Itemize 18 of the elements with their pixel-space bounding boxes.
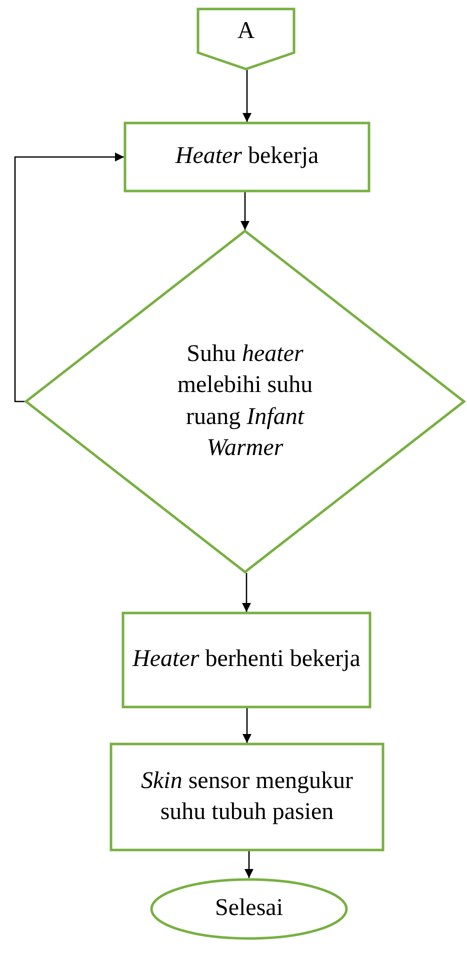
node-text: Suhu heater melebihi suhu ruang Infant Warmer xyxy=(176,340,314,463)
node-text: Heater bekerja xyxy=(175,142,319,172)
terminator-ellipse xyxy=(150,878,348,940)
node-text: Heater berhenti bekerja xyxy=(132,645,360,674)
arrow xyxy=(240,192,250,230)
process-box xyxy=(122,612,371,708)
arrow xyxy=(242,70,252,122)
decision-diamond xyxy=(25,230,465,573)
node-text: A xyxy=(237,17,255,46)
arrow xyxy=(242,708,252,743)
arrow xyxy=(14,152,124,402)
node-text: Skin sensor mengukur suhu tubuh pasien xyxy=(140,766,354,827)
arrow xyxy=(242,573,251,612)
node-text: Selesai xyxy=(215,894,283,924)
process-box xyxy=(124,122,370,192)
arrow xyxy=(244,851,254,878)
off-page-connector xyxy=(197,8,295,70)
process-box xyxy=(110,743,384,851)
